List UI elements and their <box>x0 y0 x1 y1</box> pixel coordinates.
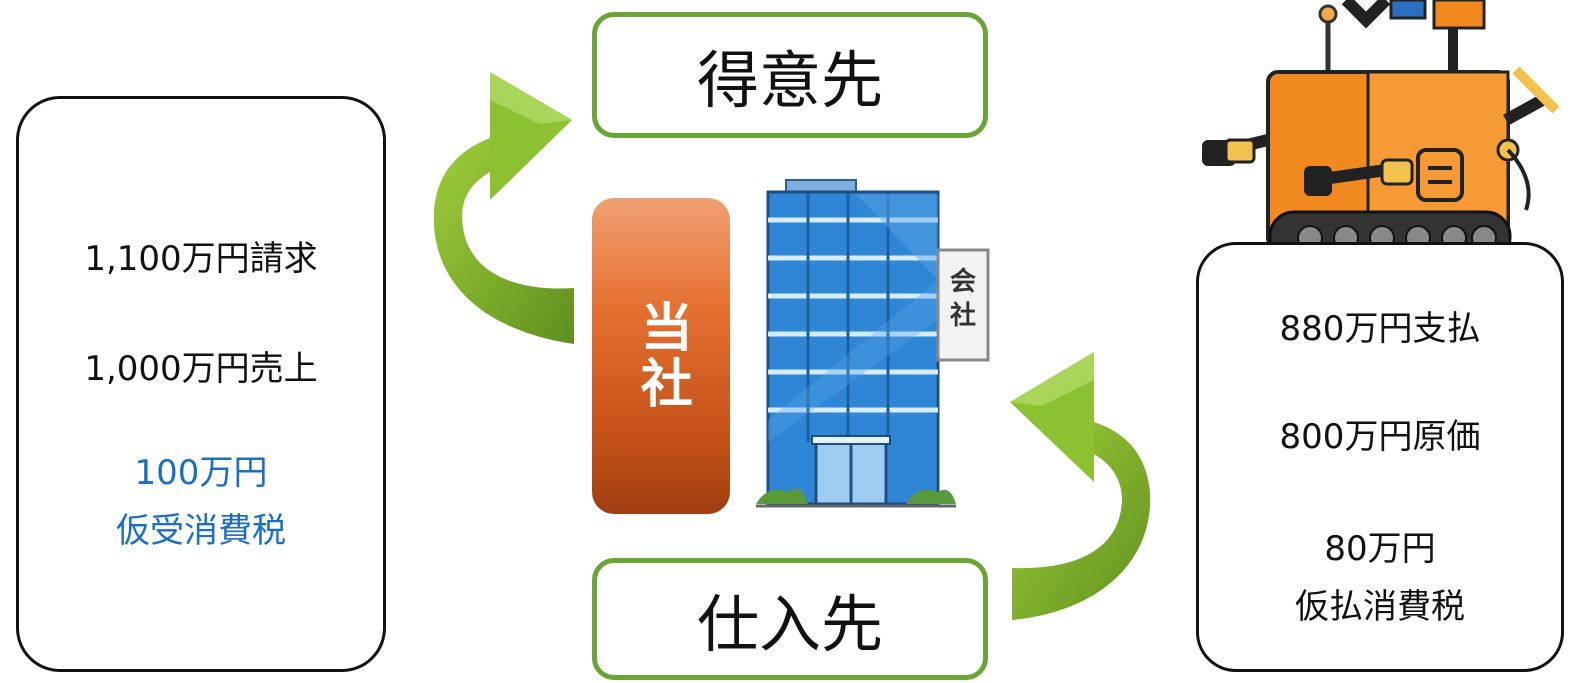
customer-transaction-panel: 1,100万円請求 1,000万円売上 100万円 仮受消費税 <box>16 96 386 672</box>
paid-tax-label: 仮払消費税 <box>1295 587 1465 627</box>
office-building-icon: 会社 <box>756 179 990 508</box>
supplier-box: 仕入先 <box>592 558 988 680</box>
customer-label: 得意先 <box>696 44 883 117</box>
supplier-label: 仕入先 <box>696 588 883 661</box>
company-label: 当社 <box>592 198 730 514</box>
robot-illustration-icon <box>1202 0 1560 264</box>
sales-amount: 1,000万円売上 <box>84 349 318 389</box>
payment-amount: 880万円支払 <box>1279 309 1481 349</box>
purchase-flow-arrow-icon <box>1010 352 1151 620</box>
supplier-transaction-panel: 880万円支払 800万円原価 80万円 仮払消費税 <box>1196 242 1564 672</box>
received-tax-label: 仮受消費税 <box>116 511 286 551</box>
customer-box: 得意先 <box>592 12 988 138</box>
billing-amount: 1,100万円請求 <box>84 239 318 279</box>
paid-tax-amount: 80万円 <box>1324 529 1436 569</box>
received-tax-amount: 100万円 <box>134 453 268 493</box>
sales-flow-arrow-icon <box>433 72 574 344</box>
cost-amount: 800万円原価 <box>1279 417 1481 457</box>
building-sign-text: 会社 <box>950 267 976 331</box>
